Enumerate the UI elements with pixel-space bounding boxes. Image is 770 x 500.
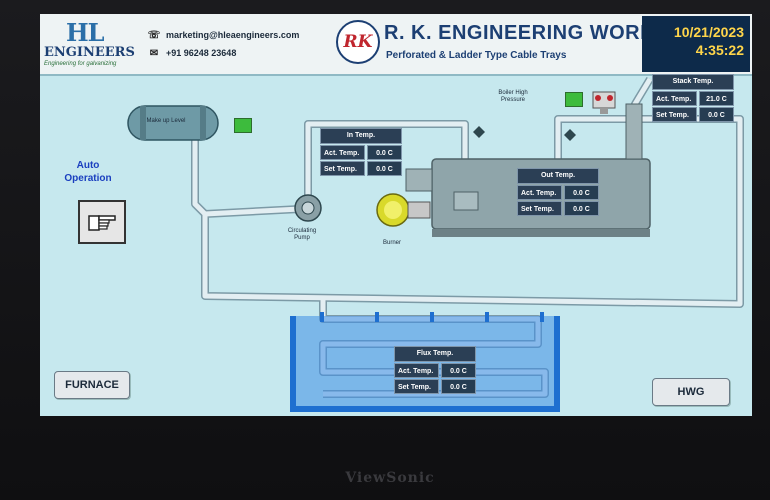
date-text: 10/21/2023 xyxy=(673,24,744,40)
in-temp-act-label: Act. Temp. xyxy=(320,145,365,160)
flux-temp-set-label: Set Temp. xyxy=(394,379,439,394)
out-temp-act-label: Act. Temp. xyxy=(517,185,562,200)
flux-temp-act-value: 0.0 C xyxy=(440,363,476,378)
stack-temp-set-label: Set Temp. xyxy=(652,107,697,122)
phone-text: +91 96248 23648 xyxy=(166,48,237,58)
flux-temp-act-label: Act. Temp. xyxy=(394,363,439,378)
out-temp-panel: Out Temp. Act. Temp.0.0 C Set Temp.0.0 C xyxy=(517,168,599,216)
burner xyxy=(376,193,431,227)
out-temp-title: Out Temp. xyxy=(517,168,599,184)
hl-logo-text: ENGINEERS xyxy=(44,45,135,60)
pressure-switch-icon xyxy=(592,91,616,114)
circulating-pump xyxy=(294,194,322,222)
out-temp-set-value[interactable]: 0.0 C xyxy=(563,201,599,216)
flux-temp-panel: Flux Temp. Act. Temp.0.0 C Set Temp.0.0 … xyxy=(394,346,476,394)
rk-logo: RK xyxy=(336,20,380,64)
manual-auto-toggle-button[interactable] xyxy=(78,200,126,244)
flux-temp-title: Flux Temp. xyxy=(394,346,476,362)
stack-temp-title: Stack Temp. xyxy=(652,74,734,90)
company-name: R. K. ENGINEERING WORKS xyxy=(384,22,669,44)
flux-temp-set-value[interactable]: 0.0 C xyxy=(440,379,476,394)
in-temp-title: In Temp. xyxy=(320,128,402,144)
furnace-button[interactable]: FURNACE xyxy=(54,371,130,399)
header-bar: HL ENGINEERS Engineering for galvanizing… xyxy=(40,14,752,76)
mail-icon: ✉ xyxy=(149,47,159,59)
in-temp-panel: In Temp. Act. Temp.0.0 C Set Temp.0.0 C xyxy=(320,128,402,176)
stack-temp-act-label: Act. Temp. xyxy=(652,91,697,106)
pointing-hand-icon xyxy=(88,215,116,231)
hmi-screen: HL ENGINEERS Engineering for galvanizing… xyxy=(40,14,752,416)
makeup-tank xyxy=(127,105,219,141)
hl-logo-tagline: Engineering for galvanizing xyxy=(44,61,117,67)
hwg-button[interactable]: HWG xyxy=(652,378,730,406)
in-temp-set-value[interactable]: 0.0 C xyxy=(366,161,402,176)
makeup-level-label: Make up Level xyxy=(146,118,186,124)
hl-logo: HL ENGINEERS Engineering for galvanizing xyxy=(44,18,144,70)
in-temp-set-label: Set Temp. xyxy=(320,161,365,176)
hl-logo-mark: HL xyxy=(66,18,105,47)
stack-temp-panel: Stack Temp. Act. Temp.21.0 C Set Temp.0.… xyxy=(652,74,734,122)
out-temp-act-value: 0.0 C xyxy=(563,185,599,200)
company-subtitle: Perforated & Ladder Type Cable Trays xyxy=(386,50,567,61)
datetime-display: 10/21/2023 4:35:22 xyxy=(642,16,750,72)
stack-temp-set-value[interactable]: 0.0 C xyxy=(698,107,734,122)
boiler-pressure-label: Boiler High Pressure xyxy=(498,90,528,103)
monitor-brand: ViewSonic xyxy=(345,470,435,486)
out-temp-set-label: Set Temp. xyxy=(517,201,562,216)
email-text: marketing@hleaengineers.com xyxy=(166,30,300,40)
in-temp-act-value: 0.0 C xyxy=(366,145,402,160)
time-text: 4:35:22 xyxy=(695,42,744,58)
contact-info: ☏ marketing@hleaengineers.com ✉ +91 96248 … xyxy=(147,26,300,62)
valve-icon xyxy=(473,126,576,141)
burner-label: Burner xyxy=(382,240,401,246)
phone-whatsapp-icon: ☏ xyxy=(147,29,161,41)
boiler-pressure-indicator xyxy=(565,92,583,107)
makeup-level-indicator xyxy=(234,118,252,133)
pump-label: Circulating Pump xyxy=(287,228,317,241)
stack-temp-act-value: 21.0 C xyxy=(698,91,734,106)
operation-mode-label: Auto Operation xyxy=(64,160,112,184)
